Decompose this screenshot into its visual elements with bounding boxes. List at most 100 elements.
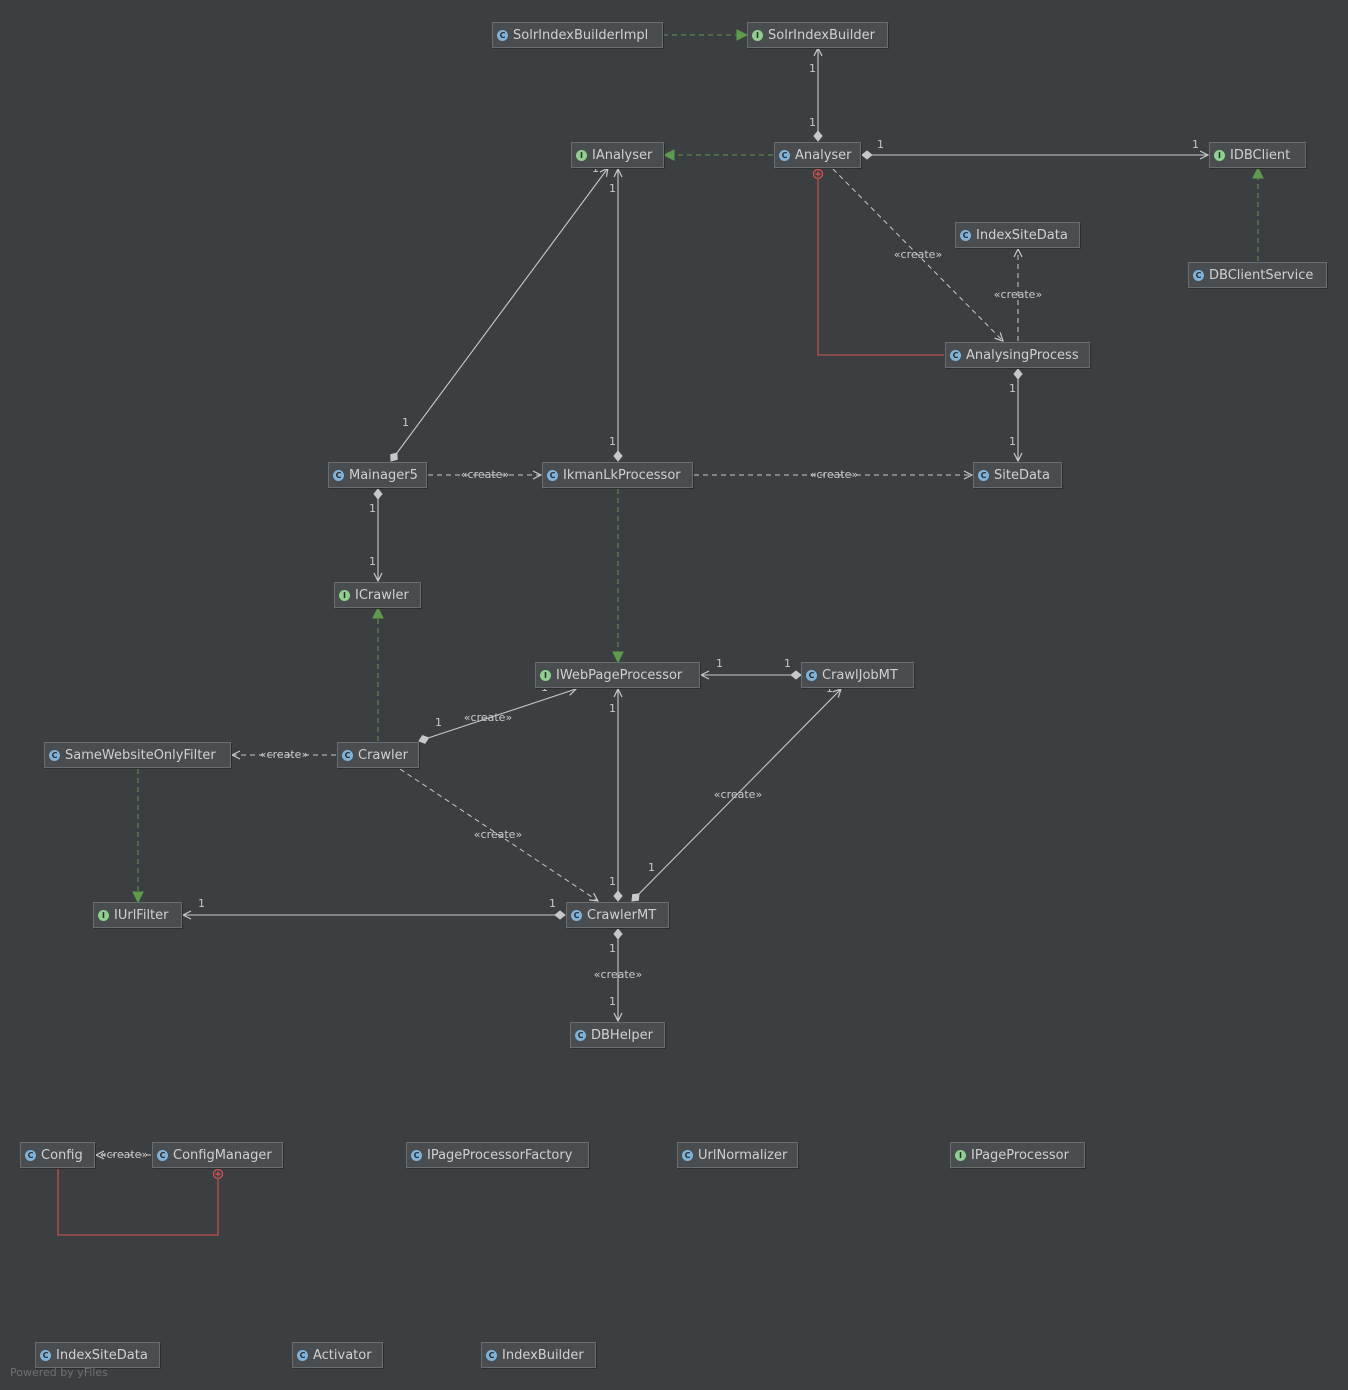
target-multiplicity: 1	[369, 555, 376, 568]
interface-node-icrawler[interactable]: I ICrawler	[334, 582, 421, 608]
interface-icon: I	[98, 909, 109, 921]
target-multiplicity: 1	[716, 657, 723, 670]
node-label: IUrlFilter	[114, 907, 169, 923]
interface-icon: I	[752, 29, 763, 41]
node-label: CrawlJobMT	[822, 667, 898, 683]
node-label: AnalysingProcess	[966, 347, 1079, 363]
class-icon: C	[297, 1349, 308, 1361]
interface-icon: I	[576, 149, 587, 161]
class-icon: C	[157, 1149, 168, 1161]
node-label: SiteData	[994, 467, 1050, 483]
target-multiplicity: 1	[1009, 435, 1016, 448]
interface-node-iurlfilter[interactable]: I IUrlFilter	[93, 902, 182, 928]
inner-class-marker	[212, 1168, 224, 1180]
class-icon: C	[547, 469, 558, 481]
edge-create-analyser-to-analysingprocess	[832, 168, 1003, 341]
node-label: Analyser	[795, 147, 852, 163]
target-multiplicity: 1	[198, 897, 205, 910]
class-node-sitedata[interactable]: C SiteData	[973, 462, 1062, 488]
source-multiplicity: 1	[549, 897, 556, 910]
node-label: ICrawler	[355, 587, 409, 603]
edge-inner-analysingprocess-to-analyser	[817, 174, 944, 356]
watermark: Powered by yFiles	[10, 1366, 108, 1379]
node-label: IndexBuilder	[502, 1347, 584, 1363]
source-multiplicity: 1	[435, 716, 442, 729]
class-icon: C	[682, 1149, 693, 1161]
edge-label: «create»	[714, 788, 762, 801]
edge-label: «create»	[810, 468, 858, 481]
target-multiplicity: 1	[809, 62, 816, 75]
class-icon: C	[1193, 269, 1204, 281]
node-label: SolrIndexBuilderImpl	[513, 27, 649, 43]
class-icon: C	[978, 469, 989, 481]
node-label: IPageProcessorFactory	[427, 1147, 573, 1163]
edge-label: «create»	[594, 968, 642, 981]
class-node-ikmanlkprocessor[interactable]: C IkmanLkProcessor	[542, 462, 693, 488]
interface-icon: I	[339, 589, 350, 601]
class-node-crawlermt[interactable]: C CrawlerMT	[566, 902, 669, 928]
node-label: DBHelper	[591, 1027, 653, 1043]
edge-label: «create»	[464, 711, 512, 724]
source-multiplicity: 1	[609, 875, 616, 888]
node-label: CrawlerMT	[587, 907, 657, 923]
edge-inner-config-to-configmanager	[57, 1169, 219, 1236]
source-multiplicity: 1	[369, 502, 376, 515]
class-icon: C	[411, 1149, 422, 1161]
target-multiplicity: 1	[609, 995, 616, 1008]
interface-node-idbclient[interactable]: I IDBClient	[1209, 142, 1306, 168]
node-label: ConfigManager	[173, 1147, 272, 1163]
edge-label: «create»	[474, 828, 522, 841]
class-node-dbclientservice[interactable]: C DBClientService	[1188, 262, 1327, 288]
interface-icon: I	[955, 1149, 966, 1161]
class-node-ipageprocessorfactory[interactable]: C IPageProcessorFactory	[406, 1142, 589, 1168]
source-multiplicity: 1	[784, 657, 791, 670]
node-label: Mainager5	[349, 467, 418, 483]
node-label: IDBClient	[1230, 147, 1291, 163]
target-multiplicity: 1	[609, 182, 616, 195]
interface-icon: I	[540, 669, 551, 681]
class-icon: C	[342, 749, 353, 761]
edge-create-crawler-to-crawlermt	[399, 768, 598, 901]
class-node-crawljobmt[interactable]: C CrawlJobMT	[801, 662, 914, 688]
source-multiplicity: 1	[809, 116, 816, 129]
edge-label: «create»	[100, 1148, 148, 1161]
source-multiplicity: 1	[648, 861, 655, 874]
class-icon: C	[497, 29, 508, 41]
edge-composition-crawlermt-to-crawljobmt	[632, 689, 841, 901]
node-label: DBClientService	[1209, 267, 1314, 283]
class-node-dbhelper[interactable]: C DBHelper	[570, 1022, 665, 1048]
class-node-mainager5[interactable]: C Mainager5	[328, 462, 427, 488]
class-icon: C	[333, 469, 344, 481]
class-icon: C	[575, 1029, 586, 1041]
class-icon: C	[49, 749, 60, 761]
class-node-solrindexbuilderimpl[interactable]: C SolrIndexBuilderImpl	[492, 22, 663, 48]
edge-label: «create»	[260, 748, 308, 761]
edge-label: «create»	[894, 248, 942, 261]
target-multiplicity: 1	[1192, 138, 1199, 151]
class-icon: C	[806, 669, 817, 681]
edge-label: «create»	[994, 288, 1042, 301]
source-multiplicity: 1	[609, 435, 616, 448]
node-label: IkmanLkProcessor	[563, 467, 681, 483]
source-multiplicity: 1	[877, 138, 884, 151]
class-icon: C	[571, 909, 582, 921]
class-icon: C	[25, 1149, 36, 1161]
interface-node-ianalyser[interactable]: I IAnalyser	[571, 142, 664, 168]
node-label: IAnalyser	[592, 147, 653, 163]
interface-icon: I	[1214, 149, 1225, 161]
class-node-configmanager[interactable]: C ConfigManager	[152, 1142, 283, 1168]
node-label: IndexSiteData	[56, 1347, 148, 1363]
